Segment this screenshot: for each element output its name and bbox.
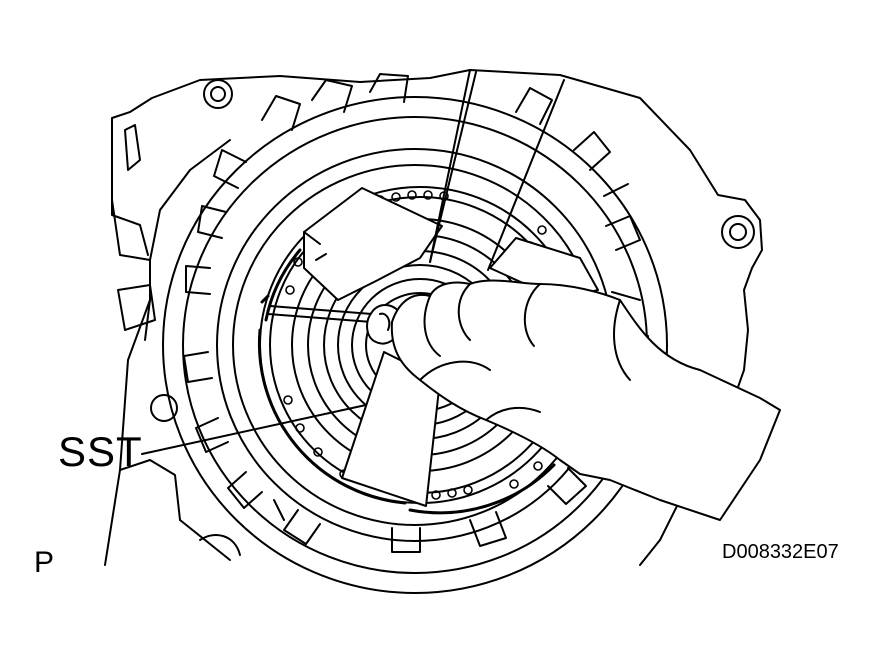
screwdriver (267, 304, 403, 345)
view-label: P (34, 546, 55, 579)
sst-tool (303, 69, 599, 507)
drawing-code-label: D008332E07 (722, 541, 839, 563)
sst-label: SST (58, 428, 143, 475)
hand (390, 279, 781, 521)
sst-leader-line (141, 404, 367, 455)
guide-bar (429, 71, 565, 271)
transmission-case (104, 69, 763, 566)
